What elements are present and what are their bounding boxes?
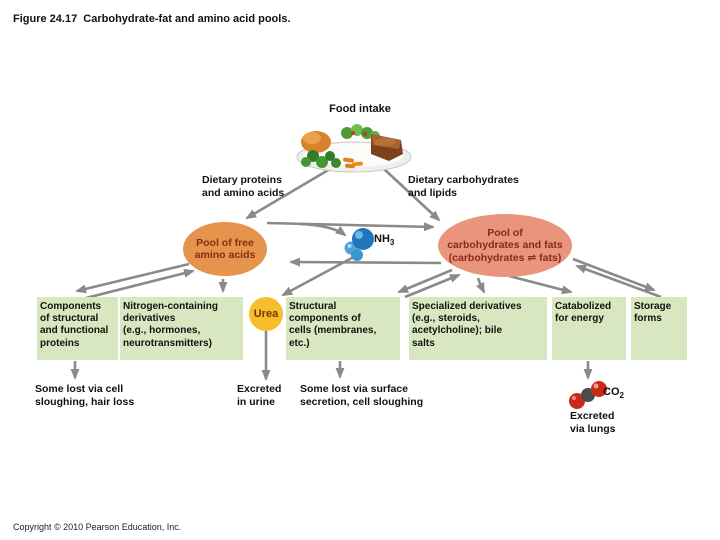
arrow-amino-to-proteins (75, 262, 190, 294)
figure-title: Figure 24.17 Carbohydrate-fat and amino … (13, 13, 291, 25)
arrow-storage-to-carb (575, 264, 662, 299)
fate-box-catabolized-energy: Catabolized for energy (552, 297, 626, 360)
fate-box-specialized-derivatives: Specialized derivatives (e.g., steroids,… (409, 297, 547, 360)
arrow-amino-to-carb-pool (266, 221, 435, 232)
arrow-nh3-to-urea (281, 251, 362, 297)
food-intake-label: Food intake (329, 103, 391, 115)
loss-cell-sloughing-label: Some lost via cell sloughing, hair loss (35, 383, 135, 408)
arrow-food-to-carb-pool (383, 168, 441, 222)
arrow-carb-to-storage (572, 257, 656, 292)
arrow-carb-to-catabolized (508, 274, 573, 295)
loss-surface-secretion-label: Some lost via surface secretion, cell sl… (300, 383, 424, 408)
fate-box-nitrogen-derivatives: Nitrogen-containing derivatives (e.g., h… (120, 297, 243, 360)
fate-box-structural-cells: Structural components of cells (membrane… (286, 297, 400, 360)
broccoli-icon (301, 150, 341, 168)
fate-box-storage-forms: Storage forms (631, 297, 687, 360)
dietary-proteins-label: Dietary proteins and amino acids (202, 174, 285, 199)
food-plate-image (296, 124, 412, 173)
arrow-structural-cells-to-carb (404, 273, 461, 299)
carbohydrate-fat-pool: Pool of carbohydrates and fats (carbohyd… (438, 214, 572, 277)
excreted-in-urine-label: Excreted in urine (237, 383, 282, 408)
nh3-label: NH3 (374, 233, 395, 248)
arrow-food-to-amino-pool (245, 167, 331, 220)
steak-icon (371, 134, 403, 161)
co2-molecule-icon (569, 381, 607, 409)
nh3-molecule-icon (344, 228, 374, 261)
carrots-icon (343, 157, 363, 169)
dietary-carbohydrates-label: Dietary carbohydrates and lipids (408, 174, 519, 199)
arrow-carb-to-amino-pool (289, 257, 442, 267)
co2-label: CO2 (603, 386, 624, 401)
fate-box-structural-proteins: Components of structural and functional … (37, 297, 118, 360)
copyright-notice: Copyright © 2010 Pearson Education, Inc. (13, 522, 182, 532)
arrow-deamination-to-nh3 (299, 222, 347, 237)
arrow-proteins-to-amino (81, 268, 195, 301)
amino-acid-pool: Pool of free amino acids (183, 222, 267, 276)
arrow-carb-to-specialized (475, 277, 486, 294)
excreted-via-lungs-label: Excreted via lungs (570, 410, 616, 435)
urea-node: Urea (249, 297, 283, 331)
arrow-carb-to-structural-cells (397, 268, 453, 294)
